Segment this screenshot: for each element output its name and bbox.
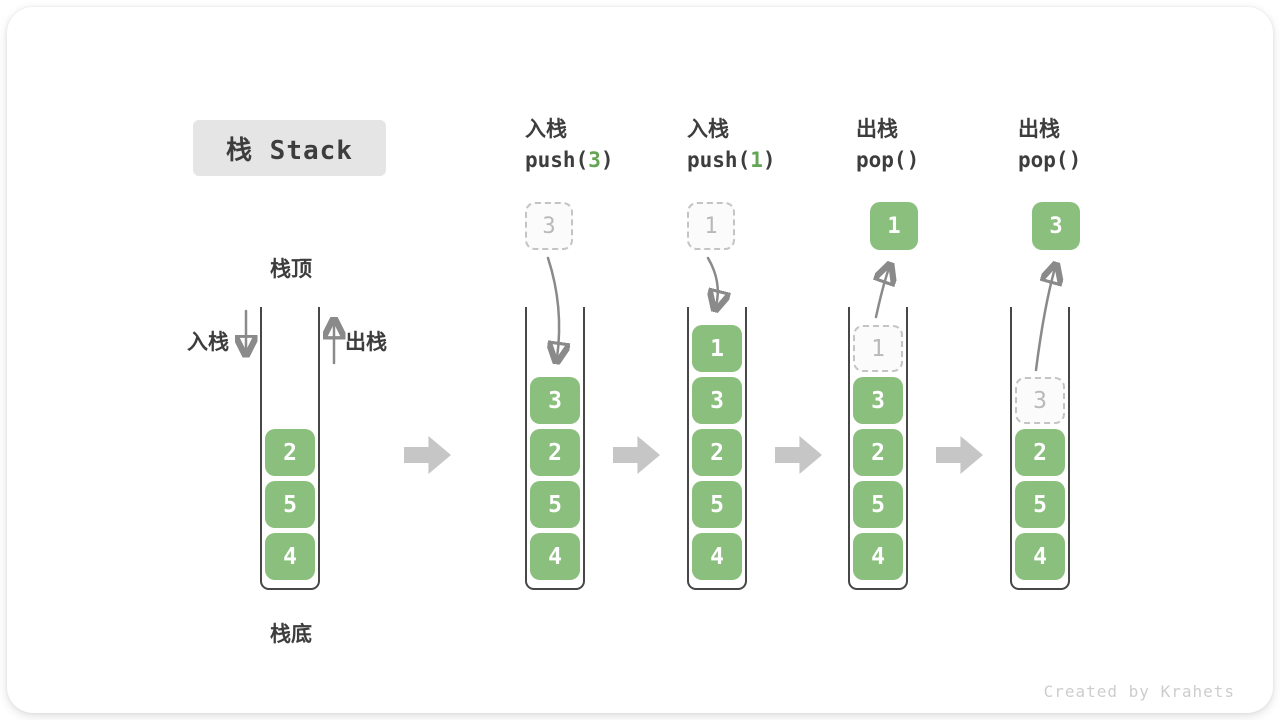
code-arg: 3: [588, 148, 601, 172]
push-1-arrow-icon: [708, 256, 718, 306]
step-arrow-icon-4: [936, 436, 983, 474]
stack-bottom-label: 栈底: [270, 623, 312, 646]
code-text: ): [906, 148, 920, 172]
code-text: ): [762, 148, 776, 172]
removed-cell: 3: [1015, 377, 1065, 424]
stack-cell: 4: [853, 533, 903, 580]
stack-container-2: 3 2 5 4: [525, 307, 585, 590]
incoming-value-box: 1: [687, 202, 735, 250]
popped-value-box: 3: [1032, 202, 1080, 250]
op-code-push-1: push(1): [687, 148, 776, 172]
op-code-pop-1: pop(): [856, 148, 919, 172]
stack-cell: 5: [265, 481, 315, 528]
code-text: push(: [687, 148, 751, 172]
stack-cell: 2: [692, 429, 742, 476]
title-badge: 栈 Stack: [193, 120, 386, 176]
stack-cell: 5: [692, 481, 742, 528]
incoming-value-box: 3: [525, 202, 573, 250]
stack-cell: 2: [265, 429, 315, 476]
op-label-push-3: 入栈: [525, 118, 567, 141]
stack-cell: 5: [530, 481, 580, 528]
watermark: Created by Krahets: [1043, 682, 1235, 701]
code-text: pop(: [856, 148, 907, 172]
op-label-push-1: 入栈: [687, 118, 729, 141]
stack-cell: 4: [530, 533, 580, 580]
code-text: ): [1068, 148, 1082, 172]
stack-container-3: 1 3 2 5 4: [687, 307, 747, 590]
op-code-pop-3: pop(): [1018, 148, 1081, 172]
op-code-push-3: push(3): [525, 148, 614, 172]
code-arg: 1: [750, 148, 763, 172]
stack-cell: 2: [530, 429, 580, 476]
stack-cell: 5: [1015, 481, 1065, 528]
stack-cell: 1: [692, 325, 742, 372]
stack-cell: 3: [692, 377, 742, 424]
popped-value-box: 1: [870, 202, 918, 250]
step-arrow-icon-1: [404, 436, 451, 474]
code-text: push(: [525, 148, 589, 172]
removed-cell: 1: [853, 325, 903, 372]
stack-container-4: 1 3 2 5 4: [848, 307, 908, 590]
step-arrow-icon-2: [613, 436, 660, 474]
stack-container-5: 3 2 5 4: [1010, 307, 1070, 590]
stack-container-1: 2 5 4: [260, 307, 320, 590]
pop-direction-label: 出栈: [345, 331, 387, 354]
stack-cell: 4: [265, 533, 315, 580]
stack-cell: 5: [853, 481, 903, 528]
stack-cell: 2: [1015, 429, 1065, 476]
stack-cell: 4: [692, 533, 742, 580]
page-title: 栈 Stack: [226, 135, 353, 166]
stack-top-label: 栈顶: [270, 258, 312, 281]
stack-cell: 3: [853, 377, 903, 424]
op-label-pop-3: 出栈: [1018, 118, 1060, 141]
stack-cell: 4: [1015, 533, 1065, 580]
code-text: pop(: [1018, 148, 1069, 172]
step-arrow-icon-3: [775, 436, 822, 474]
push-direction-label: 入栈: [187, 331, 229, 354]
stack-cell: 2: [853, 429, 903, 476]
stack-cell: 3: [530, 377, 580, 424]
op-label-pop-1: 出栈: [856, 118, 898, 141]
arrows-overlay: [7, 256, 1280, 372]
code-text: ): [600, 148, 614, 172]
